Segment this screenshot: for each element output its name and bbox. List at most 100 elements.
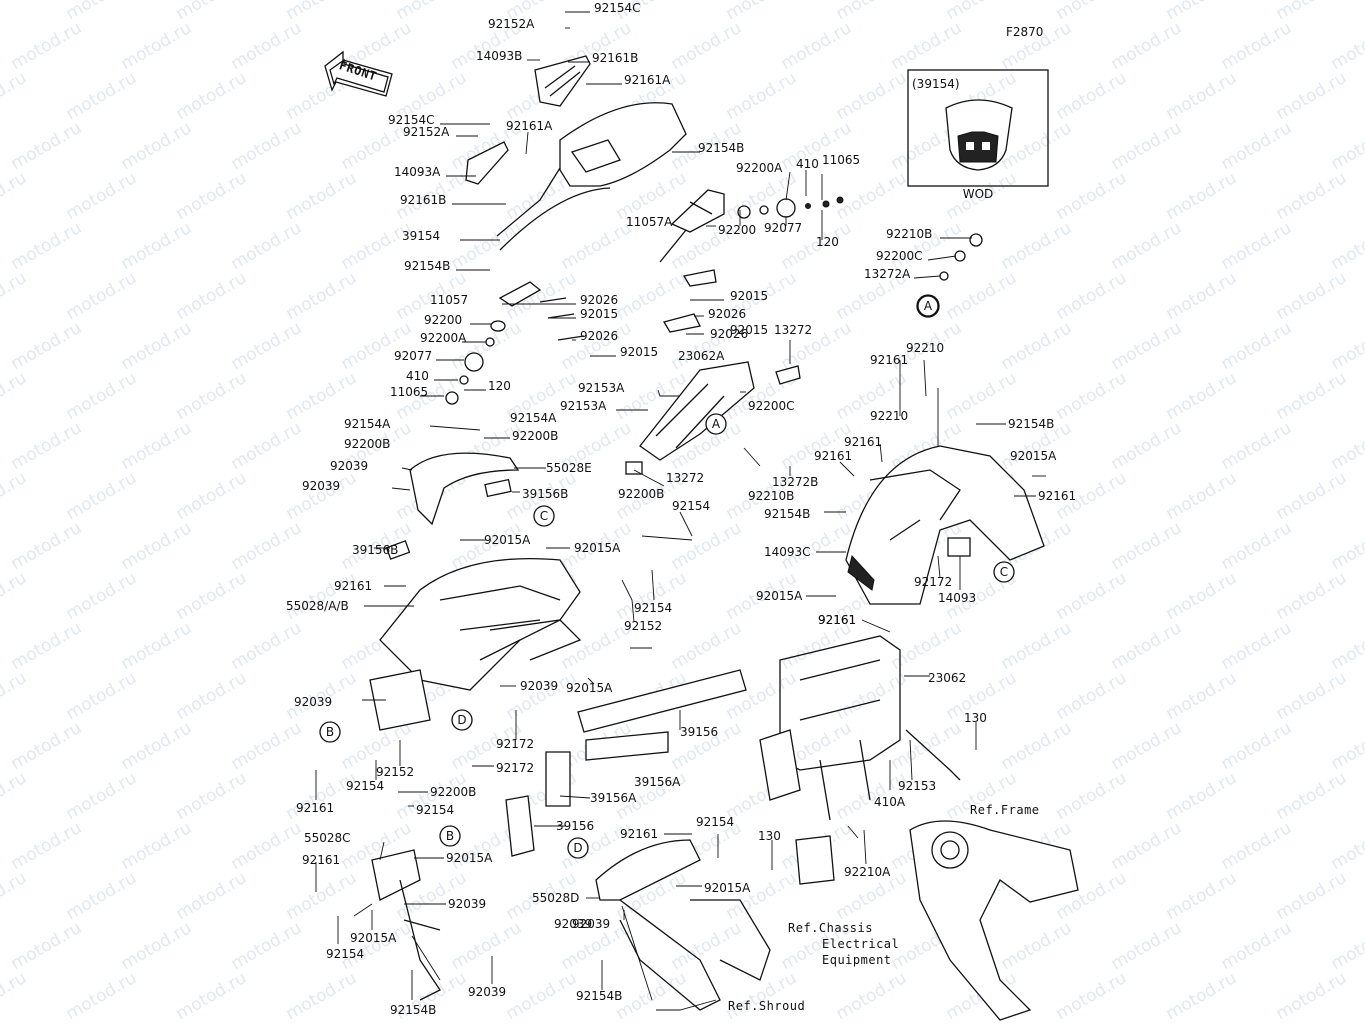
line-art <box>324 50 1079 1021</box>
part-number-label: 92077 <box>394 349 432 363</box>
watermark-text: motod.ru <box>63 868 141 924</box>
callout-b-circle-2 <box>439 825 461 847</box>
part-number-label: 92015A <box>574 541 621 555</box>
watermark-text: motod.ru <box>173 268 251 324</box>
callout-a-circle-1 <box>917 295 939 317</box>
watermark-text: motod.ru <box>228 918 306 974</box>
watermark-text: motod.ru <box>173 168 251 224</box>
watermark-text: motod.ru <box>228 818 306 874</box>
watermark-text: motod.ru <box>613 268 691 324</box>
watermark-text: motod.ru <box>1218 218 1296 274</box>
watermark-text: motod.ru <box>1053 768 1131 824</box>
watermark-text: motod.ru <box>833 68 911 124</box>
part-number-label: 92200B <box>430 785 476 799</box>
watermark-text: motod.ru <box>613 968 691 1024</box>
part-number-label: 130 <box>964 711 987 725</box>
watermark-text: motod.ru <box>1163 768 1241 824</box>
watermark-text: motod.ru <box>1273 568 1351 624</box>
watermark-text: motod.ru <box>668 518 746 574</box>
inset-caption: WOD <box>963 187 994 201</box>
watermark-text: motod.ru <box>0 968 30 1024</box>
watermark-text: motod.ru <box>1108 618 1186 674</box>
part-number-label: 92026 <box>708 307 746 321</box>
part-number-label: 120 <box>816 235 839 249</box>
part-number-label: 39156B <box>352 543 398 557</box>
part-number-label: 39156 <box>680 725 718 739</box>
watermark-text: motod.ru <box>1273 268 1351 324</box>
watermark-text: motod.ru <box>1163 568 1241 624</box>
watermark-text: motod.ru <box>1053 68 1131 124</box>
part-number-label: 92026 <box>580 329 618 343</box>
watermark-text: motod.ru <box>118 318 196 374</box>
callout-a-label-1: A <box>924 299 933 313</box>
part-number-label: 11065 <box>390 385 428 399</box>
watermark-text: motod.ru <box>8 218 86 274</box>
part-number-label: 92039 <box>294 695 332 709</box>
watermark-text: motod.ru <box>1053 368 1131 424</box>
part-number-label: 92154B <box>1008 417 1054 431</box>
watermark-text: motod.ru <box>1273 468 1351 524</box>
part-number-label: 92161A <box>506 119 553 133</box>
watermark-text: motod.ru <box>448 1018 526 1024</box>
part-number-label: 92161 <box>814 449 852 463</box>
watermark-text: motod.ru <box>8 318 86 374</box>
watermark-text: motod.ru <box>1108 118 1186 174</box>
watermark-text: motod.ru <box>1328 1018 1365 1024</box>
watermark-text: motod.ru <box>63 568 141 624</box>
watermark-text: motod.ru <box>1163 268 1241 324</box>
watermark-text: motod.ru <box>723 68 801 124</box>
watermark-text: motod.ru <box>228 218 306 274</box>
part-number-label: 92161A <box>624 73 671 87</box>
watermark-text: motod.ru <box>118 18 196 74</box>
ref-shroud-label: Ref.Shroud <box>728 999 805 1013</box>
part-number-label: 92015A <box>1010 449 1057 463</box>
watermark-text: motod.ru <box>118 218 196 274</box>
watermark-text: motod.ru <box>1108 418 1186 474</box>
part-number-label: 92154C <box>388 113 435 127</box>
watermark-text: motod.ru <box>283 468 361 524</box>
watermark-text: motod.ru <box>668 18 746 74</box>
callout-d-circle-1 <box>451 709 473 731</box>
part-number-label: 11057 <box>430 293 468 307</box>
watermark-text: motod.ru <box>8 518 86 574</box>
watermark-text: motod.ru <box>0 668 30 724</box>
watermark-text: motod.ru <box>173 768 251 824</box>
watermark-text: motod.ru <box>8 818 86 874</box>
part-number-label: 92161 <box>1038 489 1076 503</box>
watermark-text: motod.ru <box>0 568 30 624</box>
part-number-label: 39156B <box>522 487 568 501</box>
watermark-text: motod.ru <box>998 618 1076 674</box>
part-number-label: 55028/A/B <box>286 599 349 613</box>
part-number-label: 92161 <box>844 435 882 449</box>
part-number-label: 39156A <box>590 791 637 805</box>
watermark-text: motod.ru <box>1218 18 1296 74</box>
watermark-text: motod.ru <box>1108 718 1186 774</box>
watermark-text: motod.ru <box>778 18 856 74</box>
watermark-text: motod.ru <box>0 768 30 824</box>
watermark-text: motod.ru <box>1163 68 1241 124</box>
part-number-label: 92154B <box>404 259 450 273</box>
watermark-text: motod.ru <box>283 268 361 324</box>
watermark-text: motod.ru <box>833 168 911 224</box>
watermark-text: motod.ru <box>118 918 196 974</box>
watermark-text: motod.ru <box>1328 618 1365 674</box>
part-number-label: 92039 <box>448 897 486 911</box>
part-number-label: 92039 <box>330 459 368 473</box>
part-number-label: 92200B <box>618 487 664 501</box>
part-number-label: 92152A <box>488 17 535 31</box>
watermark-text: motod.ru <box>228 318 306 374</box>
part-number-label: 92039 <box>554 917 592 931</box>
callout-c-label-1: C <box>540 509 548 523</box>
watermark-text: motod.ru <box>173 568 251 624</box>
part-number-label: 92200C <box>748 399 795 413</box>
inset-title: (39154) <box>912 77 960 91</box>
inset-box <box>907 69 1049 187</box>
part-number-label: 14093 <box>938 591 976 605</box>
part-number-label: 410A <box>874 795 906 809</box>
watermark-text: motod.ru <box>833 668 911 724</box>
part-number-label: 92172 <box>496 761 534 775</box>
part-number-label: 13272 <box>666 471 704 485</box>
part-number-label: 92154B <box>698 141 744 155</box>
